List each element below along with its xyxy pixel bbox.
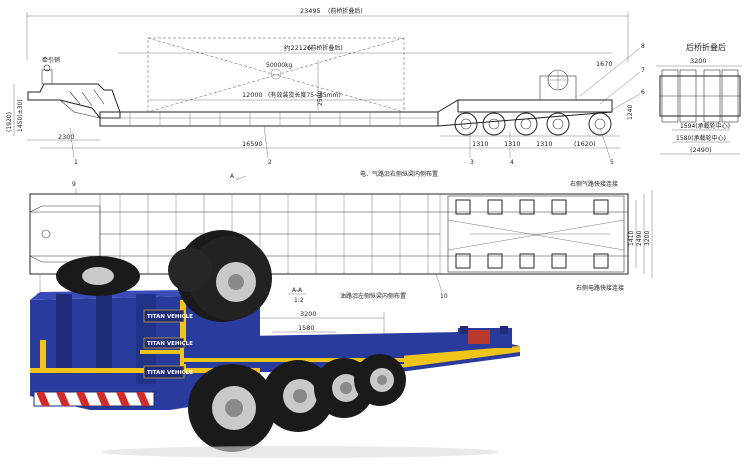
- side-elevation-drawing: 23495 (前桥折叠后) 约22126 (前桥折叠后) 50000kg 120…: [6, 7, 645, 166]
- section-view-aa: A-A 1:2 3200 1580: [260, 287, 385, 340]
- overall-length-label: 23495: [300, 7, 321, 15]
- brand-text-3: TITAN VEHICLE: [147, 341, 193, 347]
- plan-callout-9: 9: [72, 181, 76, 188]
- deck-length-note: (前桥折叠后): [308, 44, 343, 52]
- callout-6: 6: [641, 89, 645, 96]
- callout-5: 5: [610, 159, 614, 166]
- callout-8: 8: [641, 43, 645, 50]
- callout-4: 4: [510, 159, 514, 166]
- rear-view-title: 后桥折叠后: [686, 42, 726, 52]
- trailer-photo: TITAN VEHICLE TITAN VEHICLE: [30, 230, 520, 458]
- note-electric: 电、气路沿右侧纵梁内侧布置: [360, 170, 438, 178]
- top-wheels: [454, 112, 612, 136]
- axle-spacing-1: 1310: [472, 140, 489, 148]
- callout-7: 7: [641, 67, 645, 74]
- brand-plate-1: [143, 309, 185, 323]
- load-note: 50000kg: [266, 62, 293, 69]
- road-wheels: [188, 354, 406, 452]
- dim-1670: 1670: [596, 60, 613, 68]
- callout-1: 1: [74, 159, 78, 166]
- main-deck: [99, 111, 439, 127]
- dim-1450: 1450(±30): [17, 99, 24, 132]
- dim-1580: 1580(承载轮中心): [676, 134, 726, 142]
- note-right-air: 右侧气路快接连接: [570, 180, 618, 188]
- dim-1594: 1594(承载轮中心): [680, 122, 730, 130]
- dim-2490-rear: (2490): [690, 146, 712, 154]
- brand-text-2: TITAN VEHICLE: [147, 370, 193, 376]
- inner-length-note: (有效装货长度75~85mm): [268, 91, 341, 99]
- axle-spacing-2: 1310: [504, 140, 521, 148]
- dim-2300: 2300: [58, 133, 75, 141]
- brand-plate-3: [143, 337, 185, 349]
- overall-length-note: (前桥折叠后): [328, 7, 363, 15]
- plan-view-drawing: A 电、气路沿右侧纵梁内侧布置 右侧气路快接连接 右侧电路快接连接 油路沿左侧纵…: [29, 170, 653, 300]
- traction-label: 牵引销: [42, 56, 60, 64]
- section-dim-1580: 1580: [298, 324, 315, 332]
- note-right-elec: 右侧电路快接连接: [576, 284, 624, 292]
- plan-callout-10: 10: [440, 293, 448, 300]
- plan-dim-1410: 1410: [628, 231, 635, 246]
- note-oil: 油路沿左侧纵梁内侧布置: [340, 292, 406, 300]
- section-dim-3200: 3200: [300, 310, 317, 318]
- dim-1920: (1920): [6, 112, 13, 132]
- plan-dim-3200: 3200: [644, 231, 651, 246]
- rear-view-width: 3200: [690, 57, 707, 65]
- section-marker: A: [230, 173, 235, 180]
- dim-1620: (1620): [574, 140, 596, 148]
- inner-length-label: 12000: [242, 91, 263, 99]
- gooseneck-outline: [27, 83, 121, 119]
- brand-text-1: TITAN VEHICLE: [147, 314, 193, 320]
- callout-2: 2: [268, 159, 272, 166]
- spare-tires: [56, 230, 272, 322]
- brand-plate-2: [143, 365, 185, 379]
- axle-spacing-3: 1310: [536, 140, 553, 148]
- dim-1240: 1240: [627, 105, 634, 120]
- deck-length-label: 约22126: [284, 43, 311, 52]
- callout-3: 3: [470, 159, 474, 166]
- height-right-label: 2500: [317, 91, 324, 106]
- section-scale: 1:2: [294, 297, 304, 304]
- center-of-gravity-mark: [270, 68, 282, 80]
- plan-dim-2490: 2490: [636, 231, 643, 246]
- dim-16590: 16590: [242, 140, 263, 148]
- rear-end-view: 后桥折叠后 3200 1594(承载轮中心) 1580(承载轮中心) (2490…: [656, 42, 742, 155]
- section-label: A-A: [292, 287, 303, 294]
